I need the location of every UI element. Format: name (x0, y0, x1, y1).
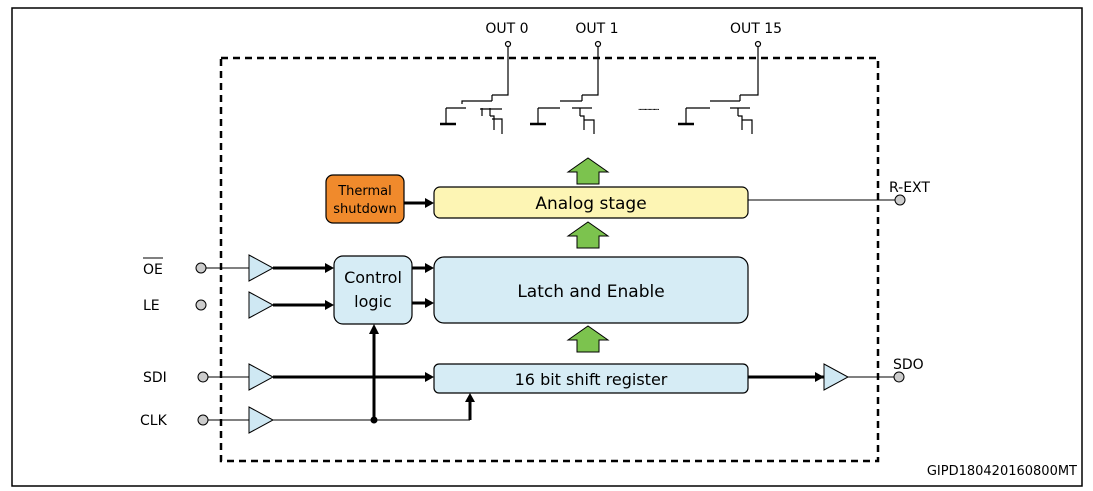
shift-to-sdo-arrowhead (815, 372, 824, 382)
out0-label: OUT 0 (485, 21, 528, 37)
sdi-label: SDI (143, 370, 167, 386)
output-transistor-0 (440, 40, 512, 134)
clk-buffer (248, 406, 275, 434)
figure-frame (11, 7, 1083, 487)
rext-pin (894, 194, 906, 206)
analog-stage-label: Analog stage (535, 194, 646, 214)
sdo-buffer (823, 363, 850, 391)
thermal-shutdown-label-line1: Thermal (337, 184, 392, 199)
control-to-latch-arrowhead-2 (425, 298, 434, 308)
sdi-clk-to-control-arrowhead (369, 324, 379, 334)
oe-pin (195, 262, 207, 274)
output-ellipsis: ................ (638, 102, 659, 113)
shift-register-label: 16 bit shift register (515, 370, 668, 389)
clk-to-shift-arrowhead (465, 393, 475, 402)
thermal-to-analog-arrowhead (425, 198, 434, 208)
out1-label: OUT 1 (575, 21, 618, 37)
sdo-pin (893, 371, 905, 383)
analog-stage-block (433, 186, 749, 219)
sdo-label: SDO (893, 357, 924, 373)
sdi-buffer (248, 363, 275, 391)
control-logic-label-line1: Control (344, 268, 402, 287)
clk-label: CLK (140, 413, 168, 429)
output-transistor-1 (530, 40, 602, 134)
le-buffer (248, 291, 275, 319)
up-arrow-analog-to-outputs (566, 157, 610, 185)
le-pin (195, 299, 207, 311)
output-transistor-15 (678, 40, 762, 134)
control-logic-label-line2: logic (354, 292, 392, 311)
oe-to-control-arrowhead (325, 263, 334, 273)
oe-buffer (248, 254, 275, 282)
thermal-shutdown-block (325, 174, 405, 224)
up-arrow-latch-to-analog (566, 221, 610, 249)
le-label: LE (143, 298, 160, 314)
figure-id: GIPD180420160800MT (927, 464, 1077, 479)
latch-enable-label: Latch and Enable (517, 282, 664, 302)
clk-pin (197, 414, 209, 426)
control-logic-block (333, 255, 413, 325)
chip-boundary (219, 56, 880, 463)
sdi-pin (197, 371, 209, 383)
up-arrow-shift-to-latch (566, 325, 610, 353)
out15-label: OUT 15 (730, 21, 782, 37)
sdi-to-shift-arrowhead (425, 372, 434, 382)
control-to-latch-arrowhead-1 (425, 263, 434, 273)
le-to-control-arrowhead (325, 300, 334, 310)
oe-label: OE (143, 262, 163, 278)
latch-enable-block (433, 256, 749, 324)
thermal-shutdown-label-line2: shutdown (333, 202, 396, 217)
rext-label: R-EXT (889, 180, 930, 196)
